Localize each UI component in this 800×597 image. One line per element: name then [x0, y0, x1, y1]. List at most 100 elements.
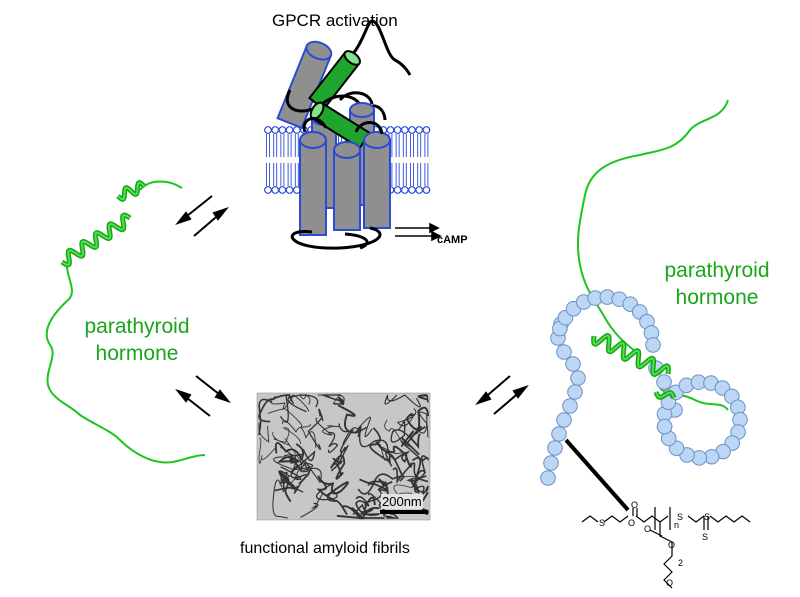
polymer-bead	[556, 412, 572, 428]
lipid-tail	[294, 134, 299, 186]
fibril-strand	[393, 475, 419, 498]
lipid-tail	[395, 134, 400, 186]
polymer-bead	[547, 440, 563, 456]
atom-o-3: O	[644, 524, 651, 534]
left-helix-main-highlight	[61, 213, 131, 267]
polymer-bead	[656, 374, 672, 390]
lipid-head	[408, 186, 416, 194]
lipid-tail	[410, 134, 414, 186]
atom-s-2: S	[677, 512, 683, 522]
fibril-strand	[410, 457, 429, 493]
fibril-strand	[367, 492, 392, 518]
right-helix-short-highlight	[655, 391, 675, 399]
lipid-head	[393, 126, 402, 134]
atom-s-3: S	[704, 512, 710, 522]
lipid-tail	[424, 134, 429, 186]
lipid-head	[422, 186, 431, 194]
lipid-tail	[273, 134, 278, 186]
polymer-bead	[543, 455, 559, 471]
lipid-tail	[280, 134, 285, 186]
lipid-head	[408, 126, 416, 134]
right-hormone-line-2: hormone	[675, 286, 759, 309]
lipid-head	[386, 126, 395, 134]
lipid-head	[271, 186, 280, 194]
polymer-bead	[540, 470, 556, 486]
left-peptide-helix	[60, 180, 146, 268]
fibril-strand	[336, 507, 380, 520]
fibril-micrograph	[256, 392, 431, 521]
fibril-strand	[278, 470, 304, 493]
polymer-bead	[565, 356, 581, 372]
left-hormone-line-2: hormone	[95, 342, 179, 365]
lipid-head	[400, 126, 409, 134]
fibril-strand	[400, 430, 421, 450]
fibril-strand	[355, 425, 389, 453]
fibril-strand	[316, 478, 348, 516]
fibril-strand	[273, 427, 302, 444]
fibril-strand	[277, 456, 303, 472]
lipid-head	[415, 186, 424, 194]
camp-arrows	[395, 222, 442, 242]
right-helix-main-highlight	[592, 334, 670, 376]
fibril-strand	[400, 440, 429, 474]
polymer-beads	[540, 289, 748, 486]
left-peptide-coil	[45, 257, 206, 464]
fibril-strand	[331, 444, 349, 472]
fibril-strand	[315, 483, 338, 502]
fibril-strand	[369, 427, 404, 477]
right-hormone-line-1: parathyroid	[664, 259, 770, 282]
gpcr-title: GPCR activation	[272, 11, 398, 30]
left-peptide-tail	[139, 180, 183, 191]
fibril-strand	[298, 461, 322, 485]
fibril-strand	[279, 394, 294, 423]
fibril-strand	[274, 442, 305, 462]
receptor-helices-front	[299, 131, 391, 236]
scale-bar	[380, 510, 428, 514]
lipid-head	[278, 126, 287, 134]
fibril-strand	[385, 513, 400, 519]
chemical-structure	[581, 507, 751, 589]
fibril-strand	[315, 417, 340, 436]
fibril-strand	[375, 441, 413, 468]
atom-s-1: S	[599, 518, 605, 528]
fibril-strand	[300, 492, 324, 518]
receptor-c-loop	[290, 226, 382, 250]
fibril-strand	[384, 394, 421, 408]
fibril-strand	[267, 408, 311, 428]
atom-o-2: O	[631, 500, 638, 510]
lipid-head	[285, 126, 294, 134]
fibril-strand	[258, 422, 270, 443]
fibril-strand	[273, 456, 302, 484]
gpcr-receptor	[276, 19, 442, 250]
fibril-strand	[274, 474, 290, 492]
fibril-strand	[417, 394, 429, 403]
fibril-strand	[337, 423, 355, 461]
receptor-n-loop	[344, 19, 412, 76]
fibrils-title: functional amyloid fibrils	[240, 540, 410, 557]
fibril-strand	[327, 431, 339, 454]
receptor-loops	[286, 89, 387, 121]
atom-o-5: O	[666, 578, 673, 588]
right-peptide-coil	[576, 99, 729, 356]
polymer-n: n	[674, 520, 679, 530]
fibril-strand	[258, 394, 291, 423]
lipid-tail	[266, 134, 270, 186]
camp-label: cAMP	[437, 234, 468, 246]
scale-bar-label: 200nm	[381, 494, 423, 509]
fibril-strand	[357, 473, 405, 495]
polymer-2: 2	[678, 558, 683, 568]
lipid-head	[264, 186, 272, 194]
fibril-strand	[272, 479, 288, 519]
fibril-strand	[396, 408, 417, 431]
atom-s-4: S	[702, 532, 708, 542]
chemical-labels: S O O n S S S O O 2 O	[599, 500, 710, 588]
fibril-strand	[317, 394, 345, 405]
polymer-bead	[645, 337, 661, 353]
lipid-tail	[287, 134, 292, 186]
fibril-strand	[270, 394, 310, 412]
left-peptide	[45, 180, 206, 464]
atom-o-1: O	[628, 518, 635, 528]
lipid-head	[422, 126, 431, 134]
fibril-strand	[290, 448, 316, 479]
